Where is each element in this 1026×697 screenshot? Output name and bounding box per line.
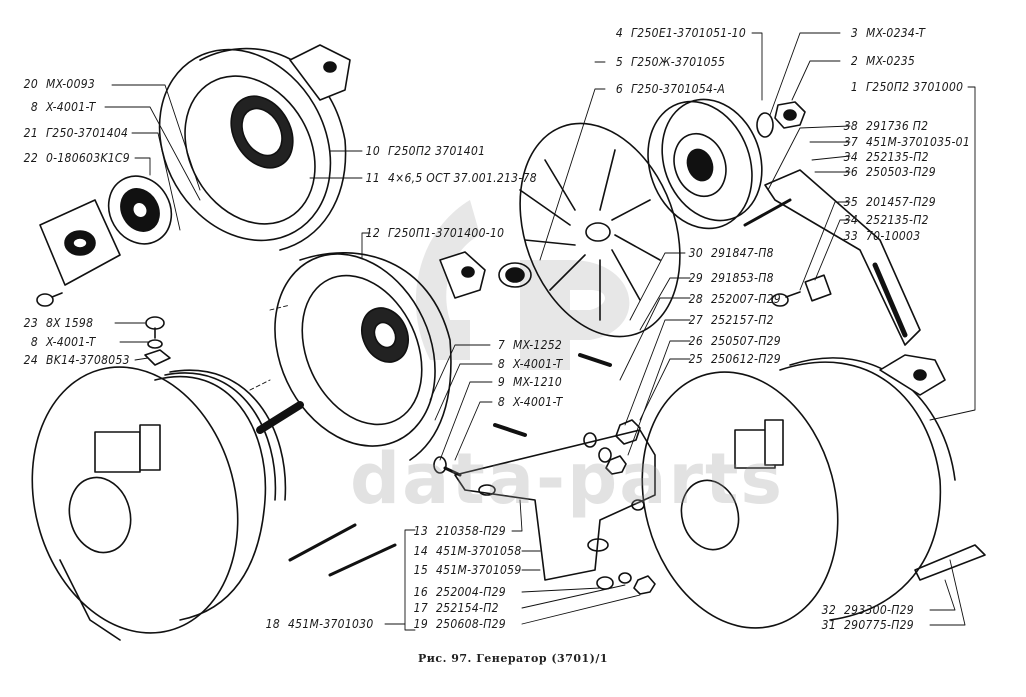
alternator-assembly-left (31, 366, 304, 641)
alternator-assembly-right (641, 354, 986, 629)
nuts-and-washers (583, 419, 656, 595)
figure-caption: Рис. 97. Генератор (3701)/1 (417, 652, 609, 665)
bearing-cover-plate (39, 199, 121, 286)
pulley (647, 98, 763, 230)
spacer-bushing (498, 262, 532, 288)
spring-washer (756, 112, 774, 138)
stud-bolts (288, 353, 612, 577)
terminal-screw (433, 456, 462, 477)
front-cover-housing (158, 44, 351, 251)
bearing (107, 175, 173, 245)
watermark-text: data-parts (350, 438, 785, 520)
pulley-nut (774, 101, 806, 129)
fan-impeller (519, 122, 681, 338)
leader-lines (104, 32, 976, 631)
tension-bracket (743, 169, 921, 346)
screw (36, 292, 171, 366)
rear-housing (274, 251, 486, 461)
watermark-logo (415, 200, 630, 370)
bolt (771, 274, 832, 307)
